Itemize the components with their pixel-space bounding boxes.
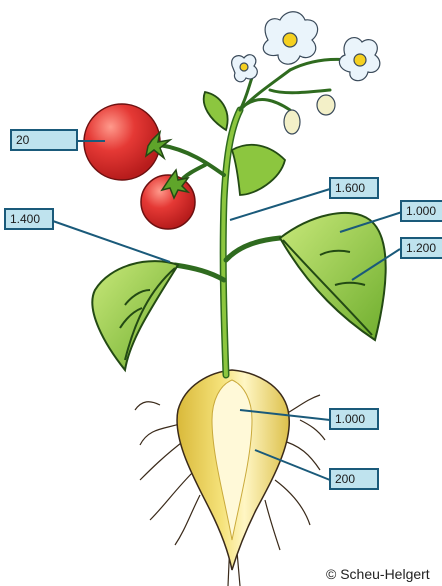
label-leaf-left: 1.400: [4, 208, 54, 230]
flower-bud-2: [317, 95, 335, 115]
leaf-upper-left: [204, 92, 228, 130]
left-branch: [175, 265, 224, 280]
label-tuber-center: 1.000: [329, 408, 379, 430]
flower-right: [339, 38, 379, 81]
leaf-upper-right: [232, 145, 285, 195]
label-tuber-outer: 200: [329, 468, 379, 490]
right-branch: [226, 238, 280, 260]
flowers: [232, 12, 380, 134]
label-leaf-right: 1.000: [400, 200, 442, 222]
label-fruit: 20: [10, 129, 78, 151]
label-leaf-vein-right: 1.200: [400, 237, 442, 259]
flower-main: [263, 12, 317, 64]
flower-bud-1: [284, 110, 300, 134]
label-stem-top: 1.600: [329, 177, 379, 199]
flower-small-left: [232, 55, 258, 82]
copyright-notice: © Scheu-Helgert: [326, 566, 430, 582]
leaf-right: [280, 213, 386, 340]
